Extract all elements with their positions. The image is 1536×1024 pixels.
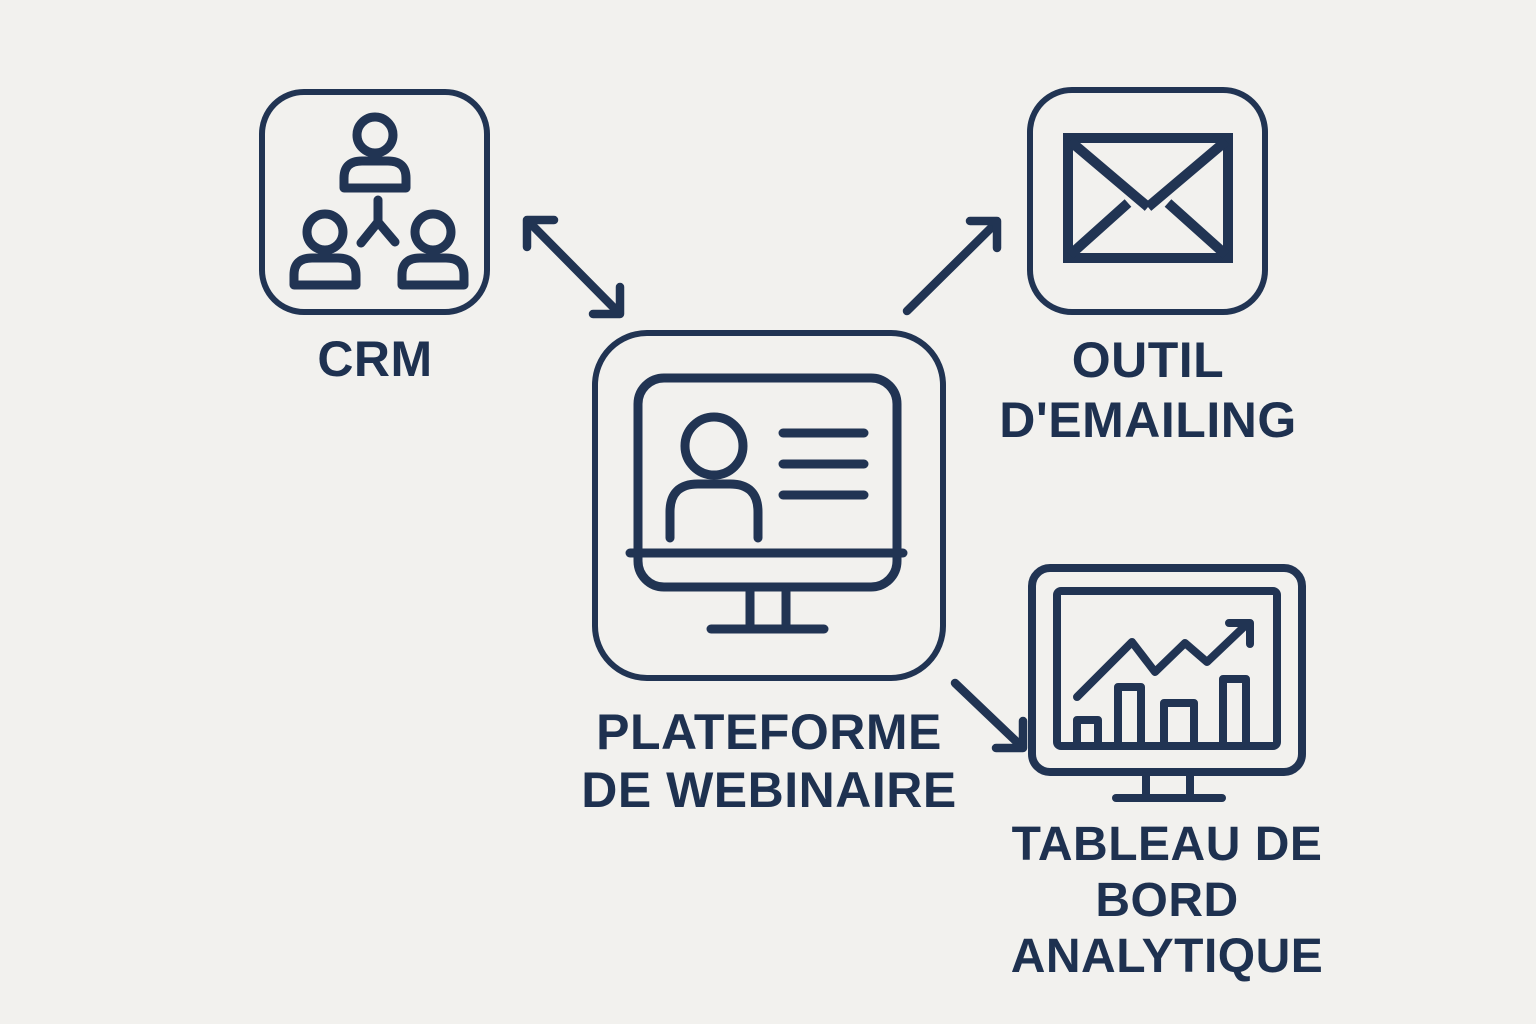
emailing-node [1027,87,1268,315]
emailing-label: OUTIL D'EMAILING [987,330,1309,450]
crm-label: CRM [317,331,433,387]
arrow-webinar-to-analytics-icon [950,678,1028,753]
analytics-label-line1: TABLEAU DE [1011,818,1323,871]
person-shoulders [397,253,469,290]
presenter-shoulders [665,479,763,543]
arrow-shaft [950,678,1024,749]
person-head [302,209,348,255]
envelope-folds [1066,199,1230,259]
arrowhead-up-right [965,216,1002,253]
person-shoulders [339,156,411,193]
monitor-stand [745,586,791,630]
person-head [410,209,456,255]
arrow-shaft [526,219,620,314]
analytics-label-line3: ANALYTIQUE [1010,930,1324,983]
monitor-frame [1028,564,1306,776]
person-head [352,112,398,158]
envelope-body [1063,133,1233,263]
monitor-screen [633,373,902,592]
webinar-box [592,330,946,681]
analytics-label: TABLEAU DE BORD ANALYTIQUE [997,817,1337,985]
crm-node [259,89,490,315]
text-lines [778,428,869,500]
analytics-chart-monitor-icon [1028,564,1306,802]
envelope-icon [1063,133,1233,263]
emailing-label-line2: D'EMAILING [999,392,1297,448]
bar-1 [1073,716,1102,747]
arrow-webinar-to-emailing-icon [902,216,1002,316]
connectors [522,215,1028,753]
presenter-head [680,412,748,480]
arrowhead-up-left [522,215,559,252]
person-shoulders [289,253,361,290]
crm-people-network-icon [289,112,469,290]
bar-2 [1114,683,1145,747]
arrowhead-down-right [588,282,625,319]
monitor-stand [1142,772,1194,800]
arrow-webinar-crm-bidirectional-icon [522,215,625,319]
webinar-monitor-icon [625,373,908,634]
emailing-box [1027,87,1268,315]
analytics-node [1028,564,1306,802]
arrow-shaft [902,221,998,316]
envelope-flap [1066,137,1230,211]
webinar-label: PLATEFORME DE WEBINAIRE [569,703,969,819]
arrowhead-down-right [991,716,1028,753]
webinar-node [592,330,946,681]
bar-3 [1160,699,1198,747]
analytics-label-line2: BORD [1095,874,1239,927]
crm-box [259,89,490,315]
emailing-label-line1: OUTIL [1071,332,1225,388]
webinar-label-line2: DE WEBINAIRE [581,762,957,818]
bar-4 [1219,675,1250,747]
webinar-label-line1: PLATEFORME [596,704,942,760]
network-connector [356,195,400,248]
trend-line [1073,619,1252,701]
trend-arrowhead [1225,619,1254,648]
monitor-screen [1053,587,1281,750]
